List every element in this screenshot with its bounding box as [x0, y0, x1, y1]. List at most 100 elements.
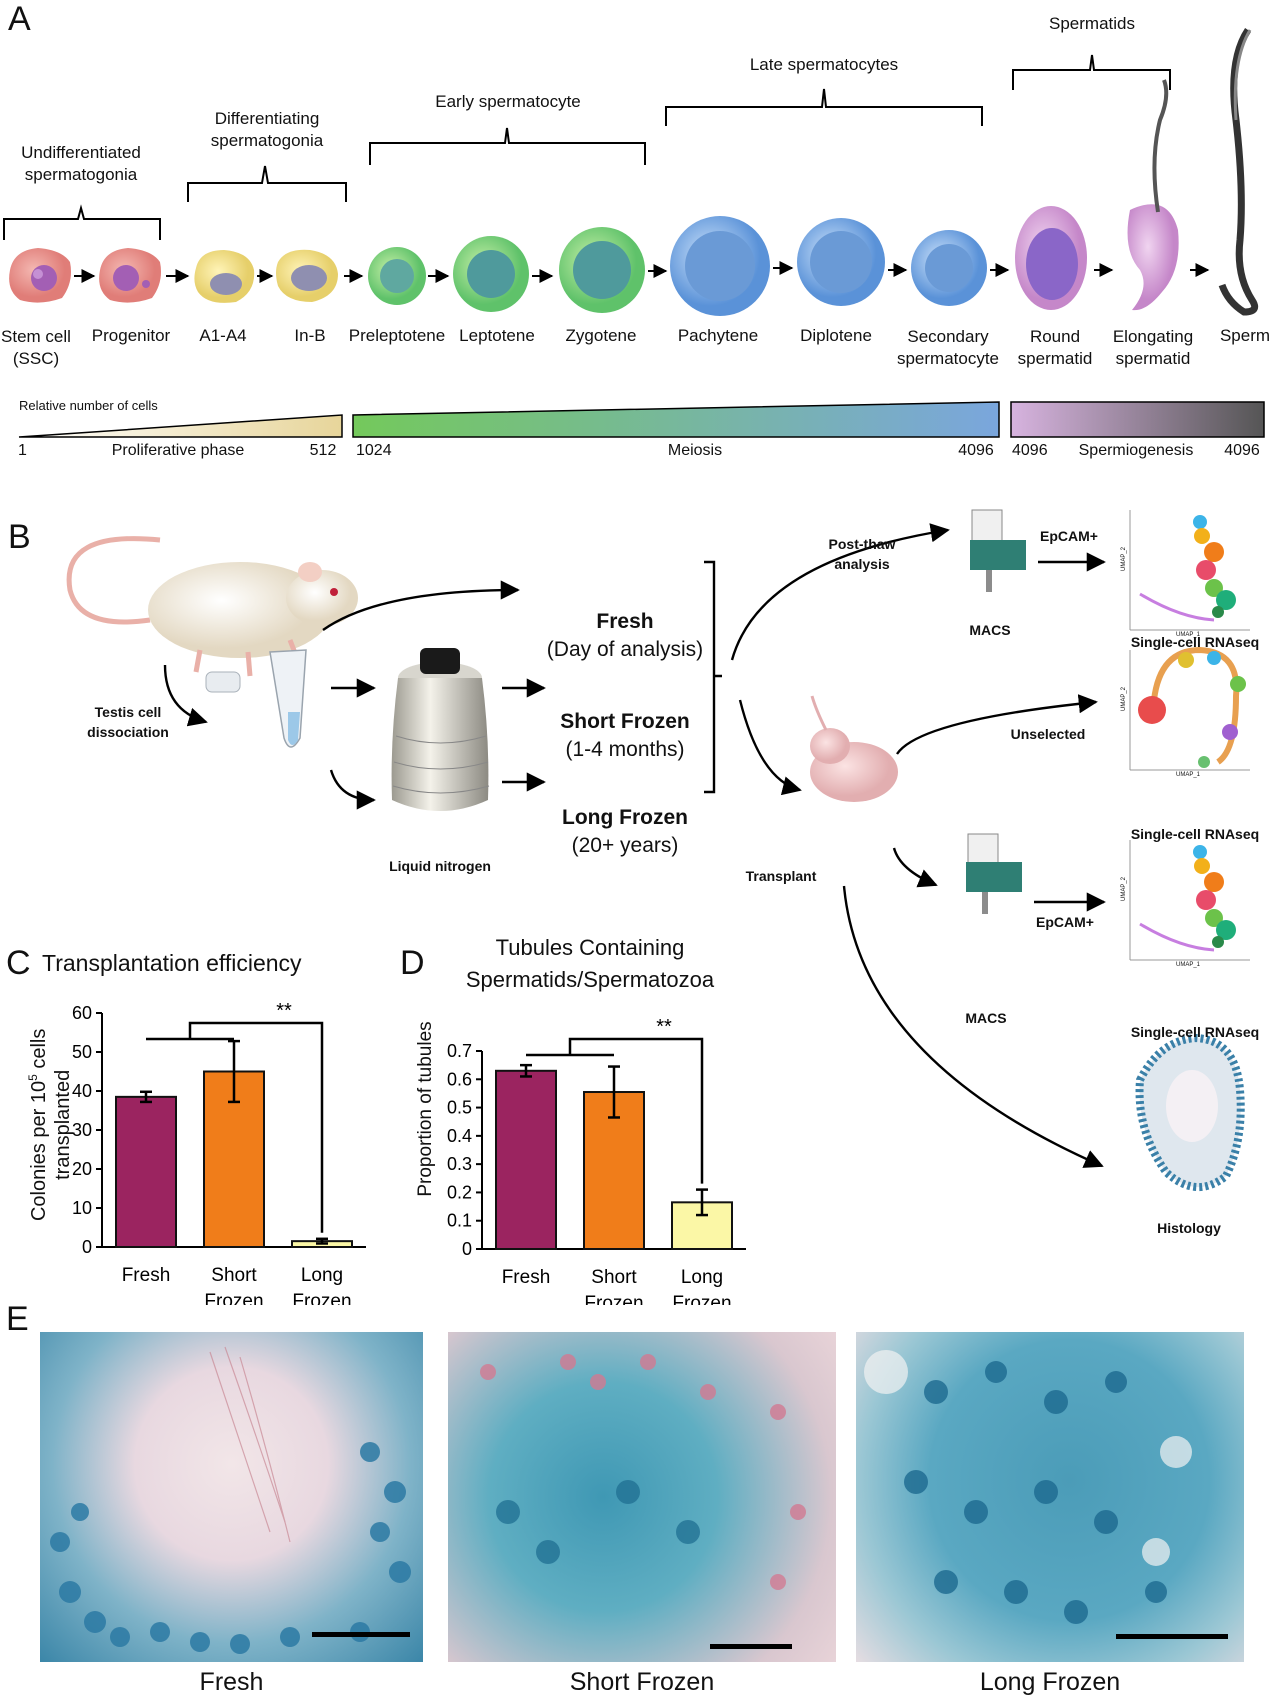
scrna-label-2: Single-cell RNAseq [1130, 826, 1260, 842]
fresh-sub-label: (Day of analysis) [546, 638, 704, 661]
liquid-nitrogen-tank [391, 648, 490, 811]
bar-0 [495, 1069, 557, 1250]
workflow-arrows [163, 523, 1106, 1168]
transplanted-mouse [810, 695, 898, 802]
x-tick-label: Long [681, 1267, 723, 1288]
long-frozen-label: Long Frozen [562, 806, 688, 829]
y-tick-label: 20 [72, 1159, 92, 1179]
macs-column-1 [970, 509, 1026, 592]
stage-label-preleptotene: Preleptotene [348, 326, 446, 345]
x-tick-label: Frozen [672, 1293, 731, 1305]
bar-meiosis-start: 1024 [356, 442, 392, 459]
micrograph-long-frozen [856, 1332, 1244, 1662]
epcam-label-1: EpCAM+ [1040, 528, 1098, 544]
stage-arrows [74, 261, 1210, 283]
panel-a-diagram [3, 28, 1265, 438]
y-tick-label: 0.2 [447, 1182, 472, 1202]
significance-marker: ** [656, 1016, 672, 1038]
bar-spermiogenesis-start: 4096 [1012, 442, 1048, 459]
umap1-xaxis: UMAP_1 [1176, 632, 1201, 638]
group-label-late: Late spermatocytes [749, 55, 899, 74]
umap3-yaxis: UMAP_2 [1121, 876, 1128, 902]
y-tick-label: 0.1 [447, 1211, 472, 1231]
umap-plot-2 [1129, 646, 1250, 771]
y-tick-label: 0 [82, 1237, 92, 1257]
group-label-early: Early spermatocyte [435, 92, 581, 111]
significance-bracket [526, 1037, 704, 1184]
bar-spermiogenesis-end: 4096 [1224, 442, 1260, 459]
y-tick-label: 0.6 [447, 1069, 472, 1089]
long-frozen-sub-label: (20+ years) [571, 834, 679, 857]
bar-proliferative-label: Proliferative phase [111, 442, 245, 459]
stage-label-stem-cell: Stem cell(SSC) [1, 327, 71, 368]
group-label-spermatids: Spermatids [1049, 14, 1135, 33]
unselected-label: Unselected [1010, 726, 1086, 742]
panel-label-b: B [8, 518, 31, 556]
panel-label-a: A [8, 0, 31, 38]
significance-marker: ** [276, 1000, 292, 1022]
bar-meiosis-end: 4096 [958, 442, 994, 459]
x-tick-label: Frozen [584, 1293, 643, 1305]
y-tick-label: 40 [72, 1081, 92, 1101]
y-tick-label: 60 [72, 1003, 92, 1023]
histology-tubule [1135, 1033, 1245, 1192]
stage-label-sperm: Sperm [1219, 326, 1271, 345]
x-tick-label: Fresh [122, 1265, 171, 1286]
micrograph-fresh [40, 1332, 423, 1662]
panel-label-d: D [400, 944, 425, 982]
panel-label-c: C [6, 944, 31, 982]
y-tick-label: 0.5 [447, 1098, 472, 1118]
umap-plot-3 [1129, 840, 1250, 961]
bar-proliferative-end: 512 [309, 442, 337, 459]
y-tick-label: 0 [462, 1239, 472, 1259]
umap-plot-1 [1129, 510, 1250, 631]
x-tick-label: Frozen [204, 1291, 263, 1305]
rat-illustration [66, 536, 358, 677]
stage-label-a1a4: A1-A4 [199, 326, 247, 345]
relative-number-label: Relative number of cells [19, 398, 158, 413]
scrna-label-1: Single-cell RNAseq [1130, 634, 1260, 650]
caption-short-frozen: Short Frozen [569, 1668, 715, 1696]
umap1-yaxis: UMAP_2 [1121, 546, 1128, 572]
stage-label-in-b: In-B [294, 326, 326, 345]
short-frozen-label: Short Frozen [560, 710, 690, 733]
bar-proliferative-start: 1 [18, 442, 27, 459]
panel-b-workflow [66, 509, 1250, 1192]
scrna-label-3: Single-cell RNAseq [1130, 1024, 1260, 1040]
bar-spermiogenesis-label: Spermiogenesis [1078, 442, 1194, 459]
x-tick-label: Short [591, 1267, 637, 1288]
short-frozen-sub-label: (1-4 months) [565, 738, 685, 761]
macs-label-2: MACS [965, 1010, 1007, 1026]
stage-cells [9, 28, 1259, 316]
x-tick-label: Short [211, 1265, 257, 1286]
x-tick-label: Fresh [502, 1267, 551, 1288]
fresh-label: Fresh [596, 610, 654, 633]
liquid-nitrogen-label: Liquid nitrogen [389, 858, 491, 874]
stage-label-leptotene: Leptotene [459, 326, 535, 345]
umap2-xaxis: UMAP_1 [1176, 772, 1201, 778]
stage-label-pachytene: Pachytene [677, 326, 759, 345]
epcam-label-2: EpCAM+ [1036, 914, 1094, 930]
bar-0 [115, 1095, 177, 1248]
umap2-yaxis: UMAP_2 [1121, 686, 1128, 712]
significance-bracket [146, 1021, 324, 1233]
stage-brackets [3, 54, 1171, 240]
macs-label-1: MACS [969, 622, 1011, 638]
chart-c-title: Transplantation efficiency [42, 950, 302, 976]
stage-label-diplotene: Diplotene [800, 326, 872, 345]
y-tick-label: 0.7 [447, 1041, 472, 1061]
bar-meiosis-label: Meiosis [667, 442, 723, 459]
y-tick-label: 30 [72, 1120, 92, 1140]
stage-label-progenitor: Progenitor [91, 326, 171, 345]
transplant-label: Transplant [745, 868, 817, 884]
y-tick-label: 0.4 [447, 1126, 472, 1146]
relative-number-bars [18, 401, 1265, 438]
macs-column-2 [966, 833, 1022, 914]
stage-label-zygotene: Zygotene [565, 326, 637, 345]
